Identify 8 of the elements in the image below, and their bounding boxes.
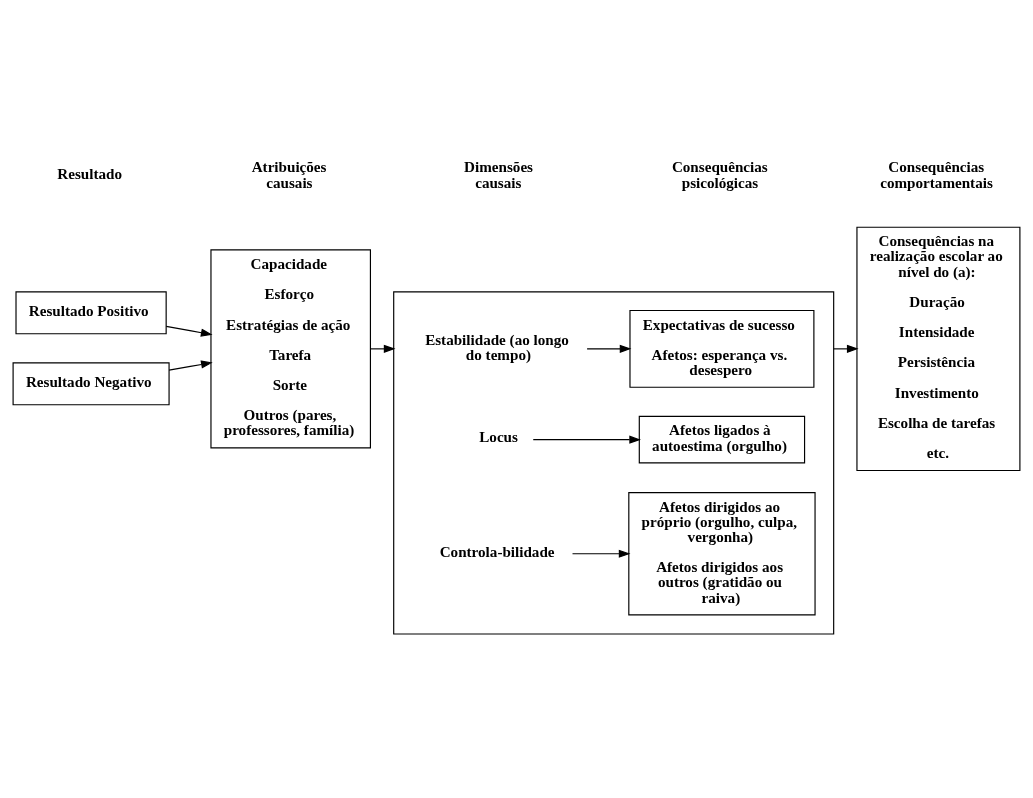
node-text: Controla-bilidade (439, 543, 555, 560)
label: Atribuições causais (251, 158, 327, 191)
node-text: Estabilidade (ao longo do tempo) (425, 331, 569, 363)
label: Dimensões causais (464, 158, 534, 191)
label: Resultado (57, 165, 123, 182)
node-text: Locus (479, 428, 518, 445)
label: Consequências psicológicas (671, 158, 768, 191)
label: Consequências comportamentais (880, 158, 993, 191)
